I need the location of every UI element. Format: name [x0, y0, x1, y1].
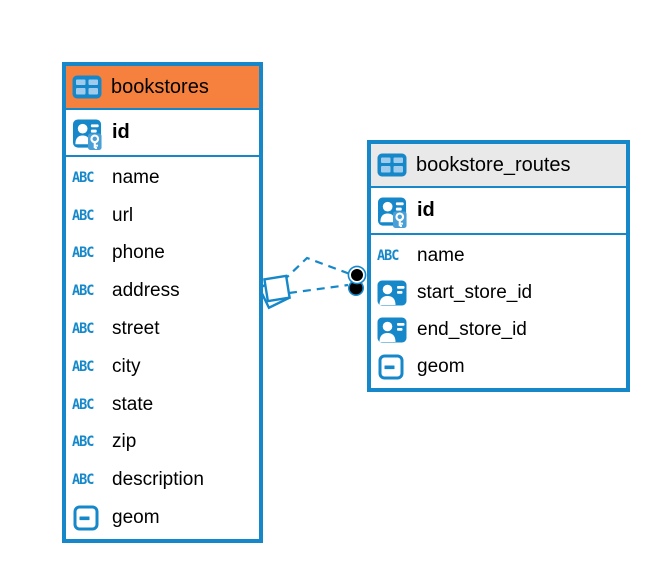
column-label: geom	[112, 507, 160, 529]
column-label: end_store_id	[417, 319, 527, 341]
text-type-icon: ABC	[72, 471, 94, 489]
column-row-start-store-id[interactable]: start_store_id	[371, 274, 626, 311]
column-row-url[interactable]: ABC url	[66, 197, 259, 235]
column-label: state	[112, 393, 154, 415]
primary-key-icon	[377, 193, 417, 229]
column-label: geom	[417, 356, 465, 378]
table-title: bookstores	[111, 75, 209, 98]
reference-type-icon	[377, 317, 417, 343]
column-row-zip[interactable]: ABC zip	[66, 424, 259, 462]
column-row-city[interactable]: ABC city	[66, 348, 259, 386]
table-title: bookstore_routes	[416, 153, 571, 176]
column-label: id	[417, 199, 435, 221]
text-type-icon: ABC	[72, 169, 94, 187]
relationship-line-end-store[interactable]	[288, 283, 349, 295]
table-bookstore-routes[interactable]: bookstore_routes id ABC name start_store…	[367, 140, 630, 392]
column-row-name[interactable]: ABC name	[371, 237, 626, 274]
text-type-icon: ABC	[72, 282, 94, 300]
column-label: id	[112, 121, 130, 143]
column-label: zip	[112, 431, 137, 453]
table-grid-icon	[377, 153, 407, 177]
text-type-icon: ABC	[72, 207, 94, 225]
column-label: name	[417, 244, 465, 266]
relationship-dot-markers[interactable]	[347, 265, 367, 296]
column-row-description[interactable]: ABC description	[66, 461, 259, 499]
text-type-icon: ABC	[72, 396, 94, 414]
column-label: address	[112, 280, 180, 302]
column-row-street[interactable]: ABC street	[66, 310, 259, 348]
text-type-icon: ABC	[72, 434, 94, 451]
column-label: name	[112, 166, 160, 188]
column-label: phone	[112, 242, 165, 264]
column-label: url	[112, 204, 134, 226]
column-label: description	[112, 469, 204, 491]
table-bookstores[interactable]: bookstores id ABC name ABC url ABC phone…	[62, 62, 263, 543]
table-bookstores-header[interactable]: bookstores	[66, 66, 259, 110]
relationship-bookstores-routes[interactable]	[257, 256, 367, 310]
column-label: street	[112, 318, 160, 340]
column-row-phone[interactable]: ABC phone	[66, 235, 259, 273]
table-bookstore-routes-header[interactable]: bookstore_routes	[371, 144, 626, 188]
column-row-end-store-id[interactable]: end_store_id	[371, 312, 626, 349]
relationship-diamond-marker[interactable]	[257, 274, 291, 310]
primary-key-icon	[72, 115, 112, 151]
text-type-icon: ABC	[377, 247, 399, 265]
column-list: ABC name start_store_id end_store_id geo…	[371, 235, 626, 388]
column-list: ABC name ABC url ABC phone ABC address A…	[66, 157, 259, 539]
column-label: start_store_id	[417, 281, 533, 303]
text-type-icon: ABC	[72, 320, 94, 338]
text-type-icon: ABC	[72, 358, 94, 376]
column-row-address[interactable]: ABC address	[66, 272, 259, 310]
table-grid-icon	[72, 75, 102, 99]
column-row-geom[interactable]: geom	[66, 499, 259, 537]
text-type-icon: ABC	[72, 245, 94, 262]
object-type-icon	[377, 354, 417, 380]
column-row-geom[interactable]: geom	[371, 349, 626, 386]
column-row-name[interactable]: ABC name	[66, 159, 259, 197]
column-row-id[interactable]: id	[66, 110, 259, 157]
column-label: city	[112, 355, 141, 377]
object-type-icon	[72, 505, 112, 531]
relationship-line-start-store[interactable]	[282, 256, 351, 282]
column-row-id[interactable]: id	[371, 188, 626, 235]
reference-type-icon	[377, 280, 417, 306]
column-row-state[interactable]: ABC state	[66, 386, 259, 424]
